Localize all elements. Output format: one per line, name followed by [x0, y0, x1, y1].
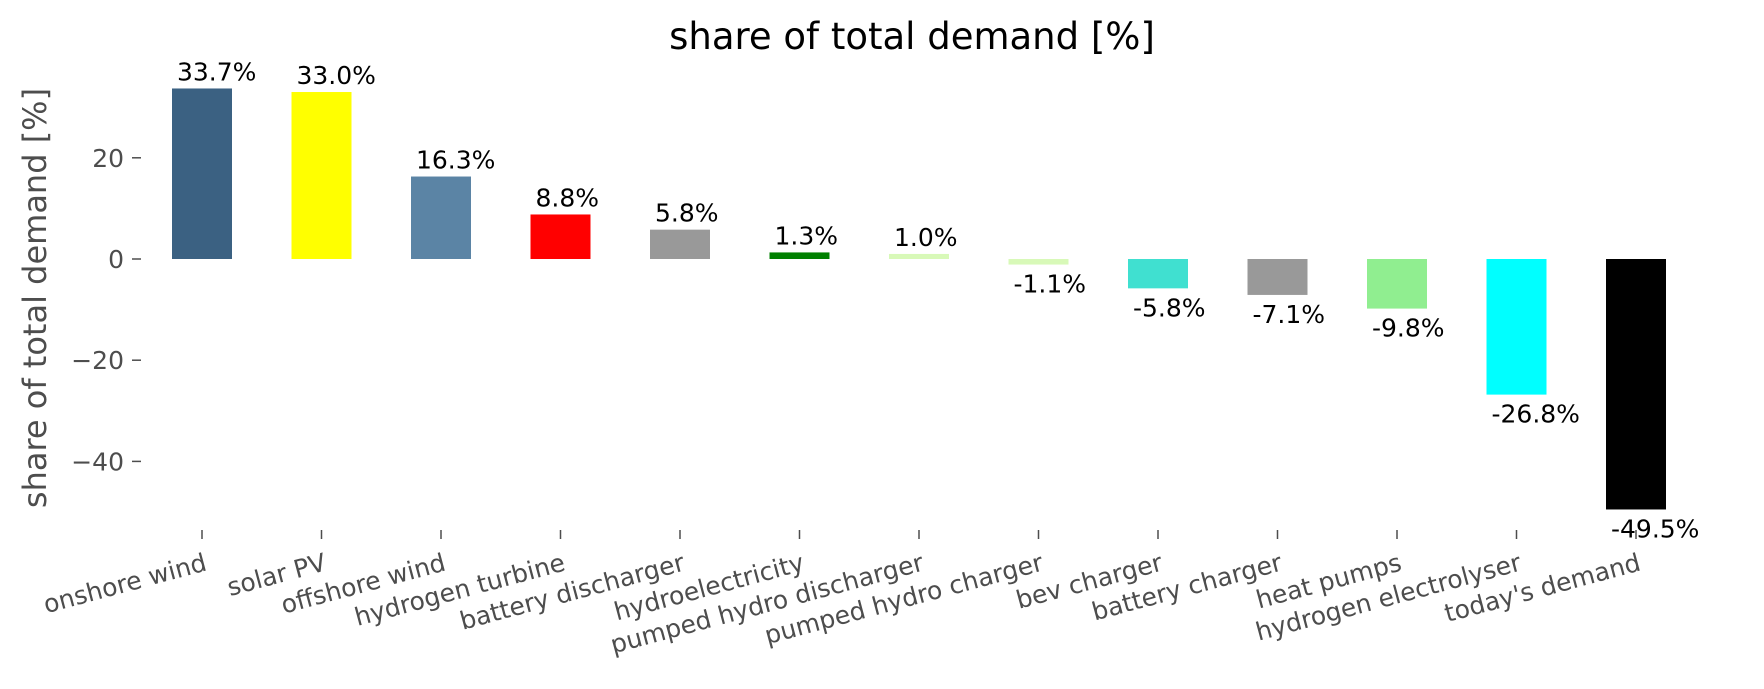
bar: [1606, 259, 1666, 510]
chart-title: share of total demand [%]: [669, 15, 1155, 58]
bar-data-label: -49.5%: [1611, 514, 1699, 543]
x-tick-label: onshore wind: [40, 548, 209, 619]
bar-data-label: 8.8%: [536, 183, 600, 212]
bar-data-label: -1.1%: [1014, 270, 1087, 299]
bar: [1008, 259, 1069, 265]
y-tick-label: −40: [71, 447, 124, 476]
bar: [172, 88, 232, 259]
bar: [1128, 259, 1188, 289]
bar: [769, 252, 830, 259]
bars: 33.7% 33.0% 16.3% 8.8% 5.8% 1.3% 1.0% -1.1% -5.8…: [172, 57, 1699, 543]
bar-data-label: -9.8%: [1372, 314, 1445, 343]
bar: [530, 214, 591, 259]
bar-data-label: -26.8%: [1492, 400, 1580, 429]
y-tick-label: 0: [108, 245, 124, 274]
y-axis-label: share of total demand [%]: [16, 88, 54, 508]
bar-data-label: 1.3%: [775, 221, 839, 250]
bar: [1367, 259, 1427, 309]
y-tick-label: −20: [71, 346, 124, 375]
y-axis: 20 0 −20 −40: [71, 144, 141, 476]
bar: [411, 176, 471, 259]
bar: [291, 92, 352, 260]
bar-data-label: -5.8%: [1133, 293, 1206, 322]
bar: [650, 229, 710, 259]
bar-data-label: 33.7%: [177, 57, 256, 86]
bar: [1247, 259, 1308, 295]
bar-data-label: 1.0%: [894, 223, 958, 252]
y-tick-label: 20: [92, 144, 124, 173]
bar-data-label: 16.3%: [416, 146, 495, 175]
bar-data-label: -7.1%: [1253, 300, 1326, 329]
bar: [1486, 259, 1547, 395]
bar-data-label: 33.0%: [297, 61, 376, 90]
bar-data-label: 5.8%: [655, 199, 719, 228]
bar: [889, 253, 949, 259]
